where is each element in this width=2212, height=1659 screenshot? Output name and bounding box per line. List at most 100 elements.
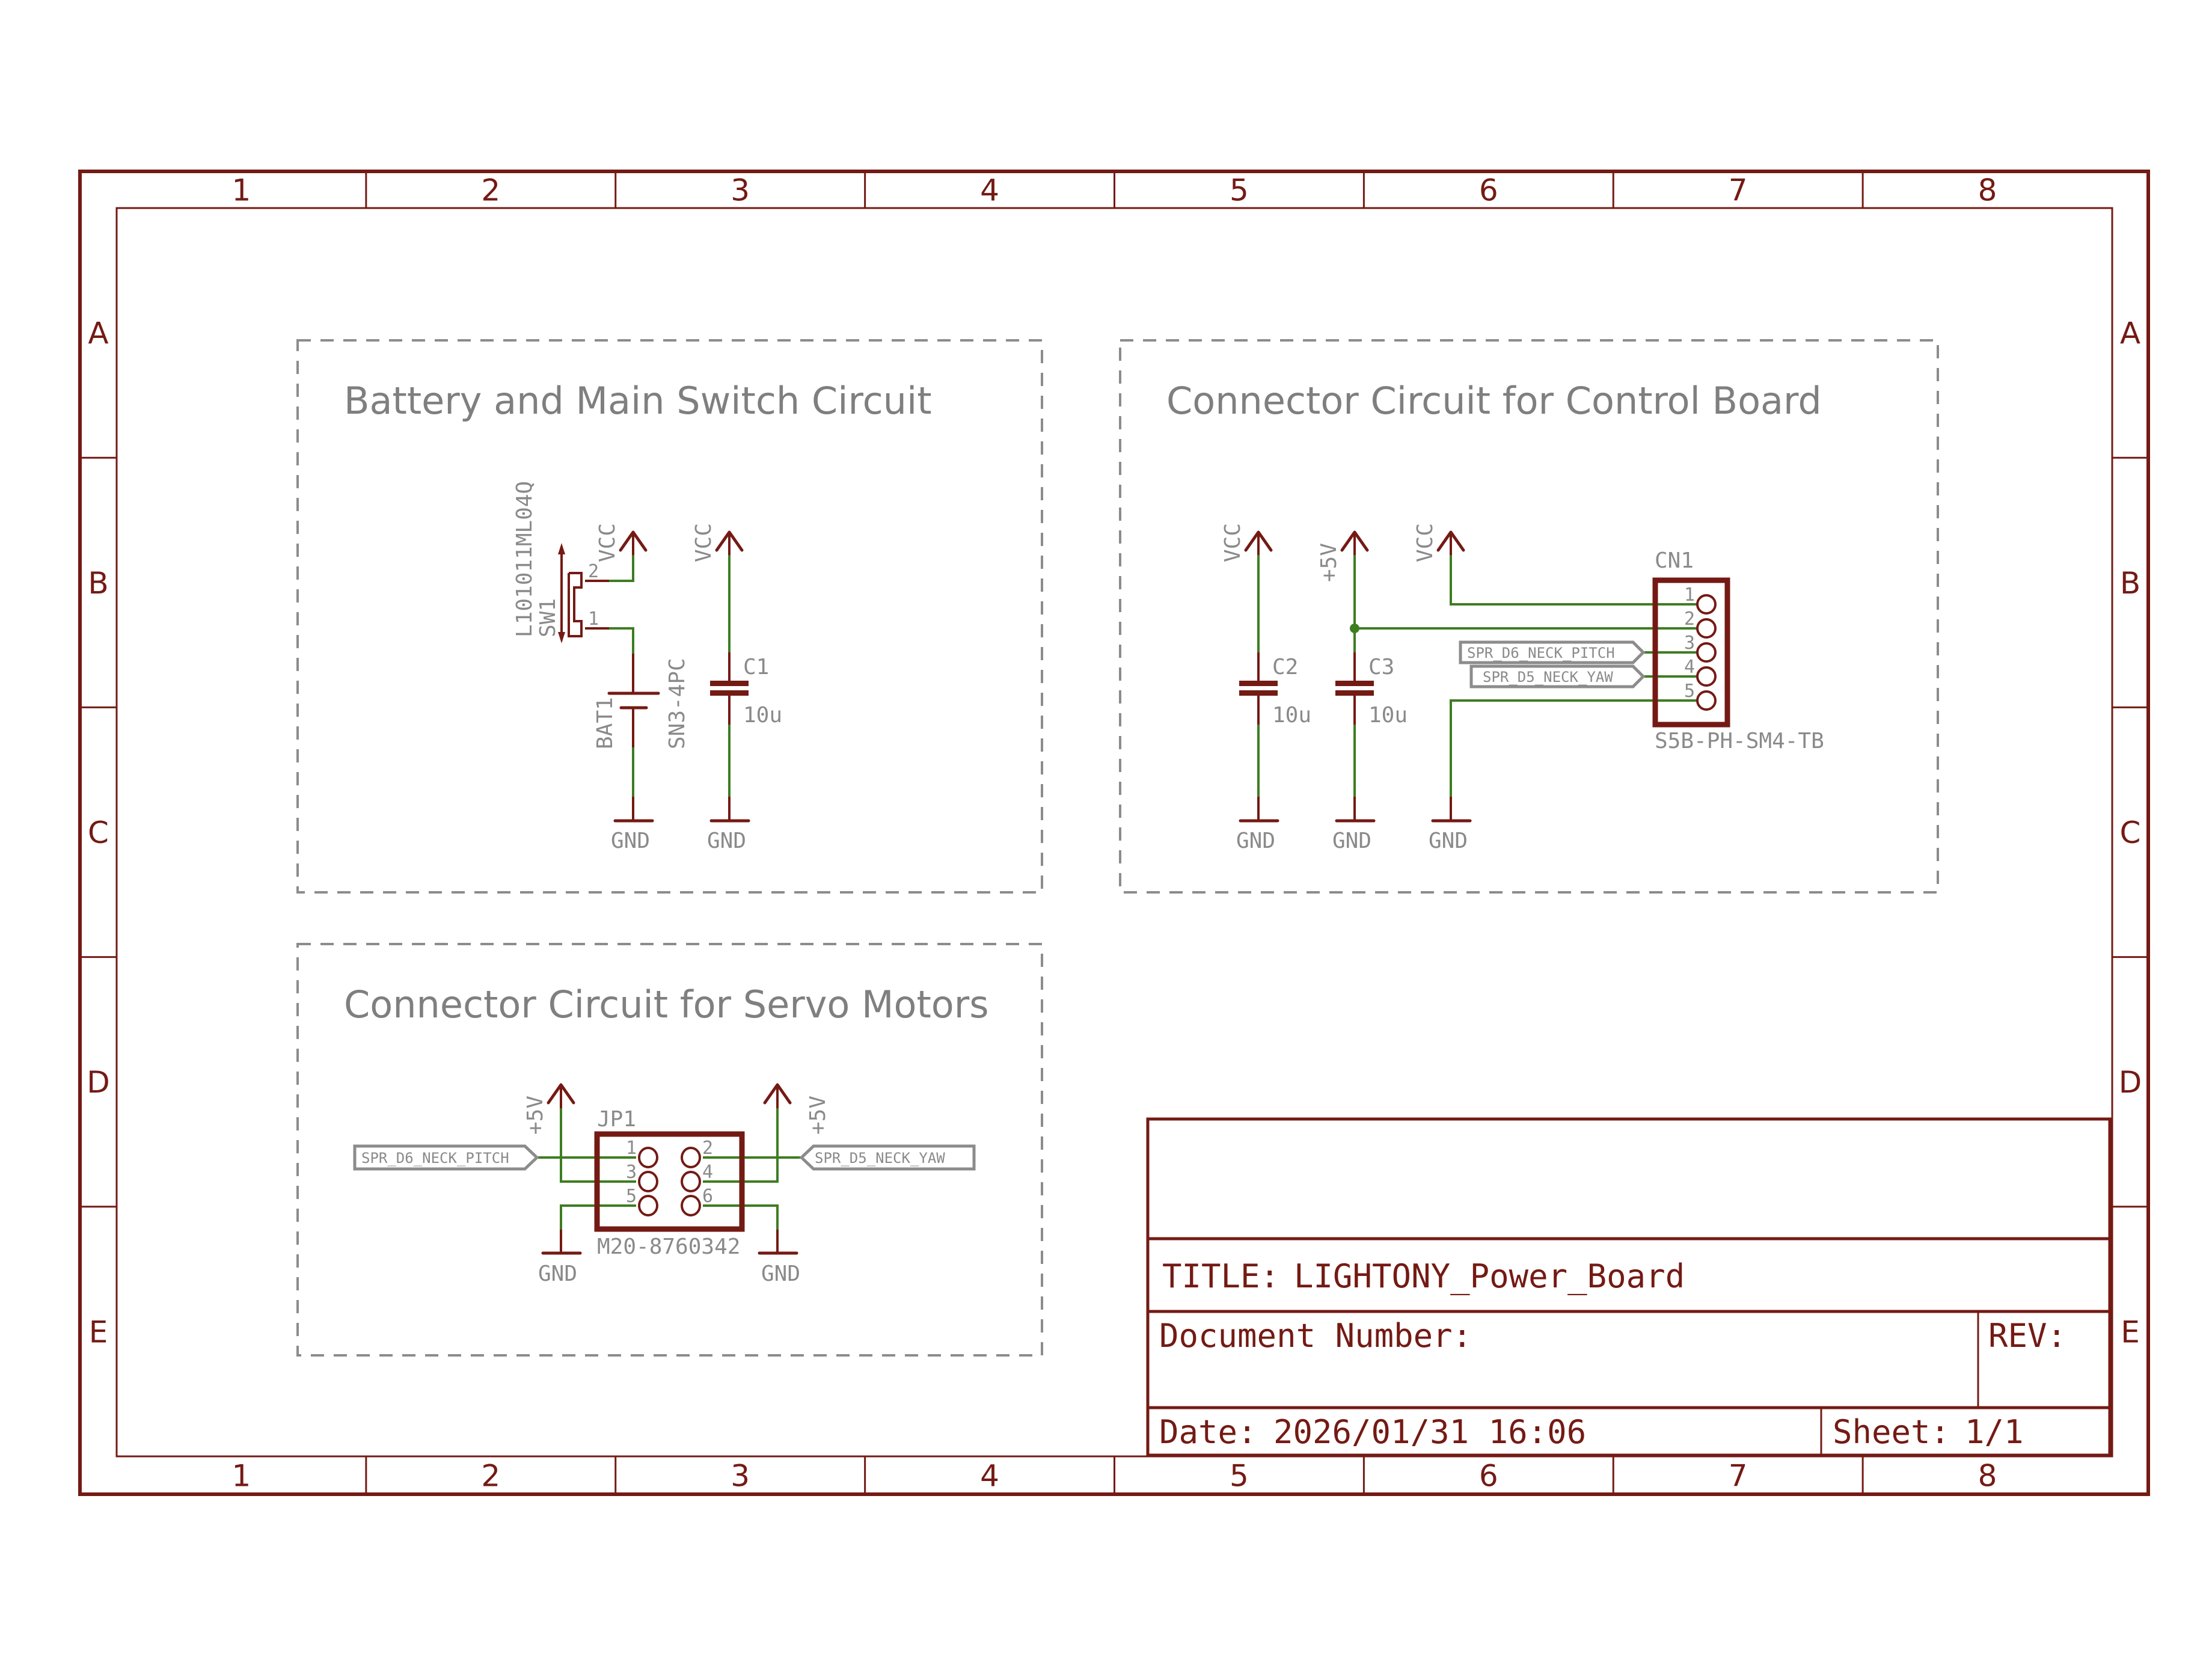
gnd-symbol-2: GND	[707, 797, 750, 853]
gnd-symbol-5: GND	[1429, 797, 1472, 853]
frame-column-label: 5	[1230, 1459, 1249, 1494]
gnd-symbol-3: GND	[1236, 797, 1279, 853]
connector-value: M20-8760342	[597, 1234, 740, 1259]
switch-sw1[interactable]: 2 1 SW1 L101011ML04Q	[512, 481, 609, 643]
frame-column-label: 7	[1729, 1459, 1748, 1494]
frame-column-label: 5	[1230, 173, 1249, 208]
net-label-shape	[1469, 664, 1646, 688]
gnd-symbol-1: GND	[611, 797, 654, 853]
connector-pin-number: 1	[1684, 584, 1695, 606]
p5v-supply-right: +5V	[763, 1083, 830, 1135]
frame-column-label: 3	[731, 173, 750, 208]
connector-pin-number: 2	[702, 1138, 713, 1159]
net-label-text: SPR_D6_NECK_PITCH	[1467, 645, 1615, 661]
connector-pin-number: 1	[626, 1138, 637, 1159]
wire-gnd-to-cn1-pin5	[1450, 699, 1702, 797]
frame-column-label: 6	[1479, 1459, 1498, 1494]
connector-pin-number: 3	[1684, 633, 1695, 654]
cap-plate-bottom	[1335, 690, 1374, 696]
frame-row-label: D	[2119, 1065, 2142, 1100]
connector-pin-icon	[1696, 666, 1717, 687]
connector-name: JP1	[597, 1107, 636, 1132]
battery-bat1: BAT1 SN3-4PC	[593, 654, 690, 749]
vcc-supply-3: VCC	[1221, 523, 1273, 562]
cap-plate-top	[1335, 681, 1374, 686]
vcc-label: VCC	[691, 523, 716, 562]
connector-pin-number: 4	[702, 1162, 713, 1183]
title-block: TITLE: LIGHTONY_Power_Board Document Num…	[1146, 1117, 2112, 1457]
gnd-symbol-7: GND	[758, 1230, 800, 1286]
frame-zone-dividers	[80, 171, 2148, 1494]
supply-arrow-icon	[547, 1083, 575, 1105]
cap-plate-top	[1239, 681, 1278, 686]
connector-pin-icon	[638, 1195, 658, 1216]
frame-row-label: B	[88, 566, 108, 601]
net-label-pitch-servo[interactable]: SPR_D6_NECK_PITCH	[353, 1144, 539, 1171]
cap-value: 10u	[1368, 703, 1408, 728]
section-box-servo	[296, 943, 1043, 1357]
wire-5v-to-jp1-pin4	[703, 1108, 779, 1183]
connector-name: CN1	[1655, 548, 1694, 573]
title-block-border	[1146, 1117, 2112, 1457]
section-servo: Connector Circuit for Servo Motors	[296, 943, 1043, 1357]
cap-value: 10u	[1272, 703, 1311, 728]
connector-pin-icon	[681, 1195, 701, 1216]
rev-label: REV:	[1988, 1317, 2066, 1355]
connector-body	[1652, 577, 1730, 728]
vcc-supply-1: VCC	[595, 523, 648, 562]
net-label-yaw-servo[interactable]: SPR_D5_NECK_YAW	[799, 1144, 976, 1171]
junction-dot	[1350, 624, 1359, 633]
cap-name: C2	[1272, 655, 1298, 679]
section-box-control	[1119, 339, 1939, 894]
gnd-label: GND	[611, 829, 650, 853]
frame-row-label: A	[2120, 316, 2140, 351]
frame-row-label: E	[2121, 1314, 2140, 1349]
title-label: TITLE:	[1162, 1257, 1279, 1295]
net-label-yaw-control[interactable]: SPR_D5_NECK_YAW	[1469, 664, 1646, 688]
p5v-supply-left: +5V	[523, 1083, 575, 1135]
gnd-symbol-6: GND	[538, 1230, 582, 1286]
vcc-supply-2: VCC	[691, 523, 744, 562]
wire-vcc-to-cn1-pin1	[1450, 555, 1702, 606]
switch-pin2-number: 2	[588, 561, 599, 582]
cap-plate-bottom	[1239, 690, 1278, 696]
frame-column-label: 4	[980, 173, 999, 208]
frame-column-label: 6	[1479, 173, 1498, 208]
section-box-battery	[296, 339, 1043, 894]
frame-row-label: C	[88, 815, 109, 850]
connector-value: S5B-PH-SM4-TB	[1655, 729, 1824, 753]
cap-name: C1	[743, 655, 769, 679]
switch-arrow-up-icon	[558, 543, 565, 554]
date-value: 2026/01/31 16:06	[1273, 1413, 1586, 1451]
connector-pin-number: 4	[1684, 657, 1695, 678]
frame-row-label: E	[89, 1314, 108, 1349]
net-label-pitch-control[interactable]: SPR_D6_NECK_PITCH	[1459, 640, 1646, 664]
connector-pin-icon	[1696, 690, 1717, 711]
battery-circuit: 2 1 SW1 L101011ML04Q VCC BAT1 SN3-4PC G	[512, 481, 782, 853]
frame-column-label: 1	[232, 173, 251, 208]
frame-column-label: 2	[481, 1459, 500, 1494]
section-battery: Battery and Main Switch Circuit	[296, 339, 1043, 894]
vcc-label: VCC	[1413, 523, 1438, 562]
connector-pin-icon	[681, 1147, 701, 1168]
net-label-text: SPR_D6_NECK_PITCH	[361, 1150, 509, 1167]
frame-column-label: 2	[481, 173, 500, 208]
supply-arrow-icon	[1340, 530, 1369, 552]
frame-column-label: 1	[232, 1459, 251, 1494]
frame-column-label: 8	[1978, 173, 1997, 208]
frame-row-label: C	[2120, 815, 2141, 850]
wire-sw1-pin1-to-bat	[609, 627, 634, 654]
cap-name: C3	[1368, 655, 1394, 679]
title-value: LIGHTONY_Power_Board	[1294, 1257, 1685, 1295]
net-label-text: SPR_D5_NECK_YAW	[1483, 669, 1613, 685]
connector-pin-icon	[1696, 594, 1717, 615]
cap-plate-bottom	[710, 690, 749, 696]
gnd-symbol-4: GND	[1332, 797, 1376, 853]
supply-arrow-icon	[619, 530, 648, 552]
connector-pin-icon	[1696, 642, 1717, 663]
